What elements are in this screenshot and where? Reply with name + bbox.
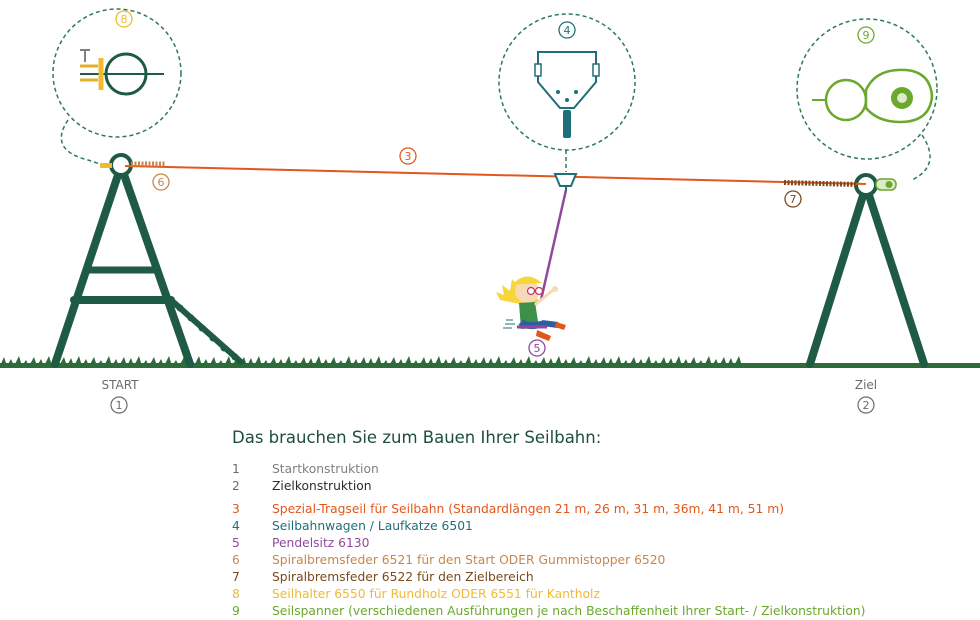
marker-6: 6: [152, 173, 170, 191]
legend-item-text: Spiralbremsfeder 6522 für den Zielbereic…: [272, 570, 534, 584]
detail-bubble-9: [796, 18, 938, 181]
trolley: [553, 173, 578, 192]
parts-legend: Das brauchen Sie zum Bauen Ihrer Seilbah…: [232, 428, 865, 620]
legend-item-number: 5: [232, 536, 240, 550]
grass-ground: [0, 356, 980, 368]
child-figure: [496, 276, 566, 341]
ziel-number: 2: [863, 399, 870, 412]
marker-6-text: 6: [158, 176, 165, 189]
legend-item-1: 1 Startkonstruktion: [232, 461, 865, 478]
legend-item-number: 2: [232, 479, 240, 493]
swing-rope: [539, 189, 568, 301]
marker-3: 3: [399, 147, 417, 165]
legend-item-6: 6 Spiralbremsfeder 6521 für den Start ODE…: [232, 552, 865, 569]
marker-9: 9: [857, 26, 875, 44]
legend-list: 1 Startkonstruktion 2 Zielkonstruktion 3 Spez…: [232, 461, 865, 620]
legend-item-4: 4 Seilbahnwagen / Laufkatze 6501: [232, 518, 865, 535]
marker-5-text: 5: [534, 342, 541, 355]
legend-title: Das brauchen Sie zum Bauen Ihrer Seilbah…: [232, 428, 602, 447]
legend-item-number: 6: [232, 553, 240, 567]
start-frame: [51, 153, 244, 368]
legend-item-2: 2 Zielkonstruktion: [232, 478, 865, 495]
legend-item-number: 1: [232, 462, 240, 476]
ladder-rungs: [176, 304, 239, 361]
legend-item-number: 9: [232, 604, 240, 618]
legend-item-text: Seilhalter 6550 für Rundholz ODER 6551 f…: [272, 587, 600, 601]
marker-4: 4: [558, 21, 576, 39]
legend-item-5: 5 Pendelsitz 6130: [232, 535, 865, 552]
ziel-frame: [806, 173, 928, 368]
marker-7: 7: [784, 190, 802, 208]
ziel-spring: [783, 180, 857, 187]
legend-item-number: 4: [232, 519, 240, 533]
marker-7-text: 7: [790, 193, 797, 206]
legend-item-number: 8: [232, 587, 240, 601]
legend-item-9: 9 Seilspanner (verschiedenen Ausführungen…: [232, 603, 865, 620]
main-cable: [124, 165, 867, 185]
start-label: START: [101, 378, 139, 392]
start-number: 1: [116, 399, 123, 412]
legend-item-text: Zielkonstruktion: [272, 479, 372, 493]
marker-9-text: 9: [863, 29, 870, 42]
detail-bubble-4: [498, 13, 636, 172]
detail-bubble-8: [52, 8, 182, 165]
marker-3-text: 3: [405, 150, 412, 163]
legend-item-number: 3: [232, 502, 240, 516]
ziel-number-circle: [857, 396, 875, 414]
legend-item-text: Pendelsitz 6130: [272, 536, 370, 550]
legend-item-text: Seilbahnwagen / Laufkatze 6501: [272, 519, 473, 533]
legend-item-text: Startkonstruktion: [272, 462, 379, 476]
cable-tensioner: [875, 178, 897, 191]
marker-8: 8: [115, 10, 133, 28]
legend-item-text: Spezial-Tragseil für Seilbahn (Standardl…: [272, 502, 784, 516]
marker-4-text: 4: [564, 24, 571, 37]
legend-item-text: Spiralbremsfeder 6521 für den Start ODER…: [272, 553, 666, 567]
ziel-label: Ziel: [854, 378, 878, 392]
start-spring: [100, 161, 165, 168]
start-number-circle: [110, 396, 128, 414]
legend-item-8: 8 Seilhalter 6550 für Rundholz ODER 6551 …: [232, 586, 865, 603]
marker-5: 5: [528, 339, 546, 357]
legend-item-3: 3 Spezial-Tragseil für Seilbahn (Standard…: [232, 501, 865, 518]
marker-8-text: 8: [121, 13, 128, 26]
legend-item-text: Seilspanner (verschiedenen Ausführungen …: [272, 604, 866, 618]
legend-item-7: 7 Spiralbremsfeder 6522 für den Zielberei…: [232, 569, 865, 586]
legend-item-number: 7: [232, 570, 240, 584]
